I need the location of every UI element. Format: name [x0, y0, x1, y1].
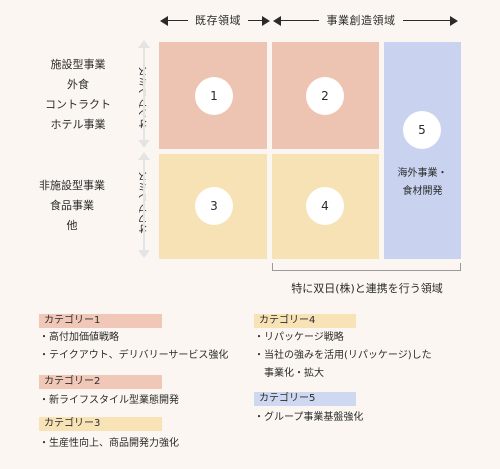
nonfacility-title: 非施設型事業 — [39, 179, 105, 192]
nonfacility-item-food-products: 食品事業 — [50, 199, 94, 212]
bracket — [272, 263, 461, 271]
nonfacility-item-other: 他 — [66, 219, 78, 232]
cell-1-number: 1 — [195, 77, 233, 115]
cell-4-number: 4 — [306, 187, 344, 225]
arrow-left-head-existing — [160, 16, 168, 26]
category-1-item-1: ・高付加価値戦略 — [39, 332, 119, 343]
category-4-label: カテゴリー4 — [254, 314, 356, 328]
cell-3-number: 3 — [195, 187, 233, 225]
category-4-item-1: ・リパッケージ戦略 — [254, 332, 344, 343]
arrow-line-creation-right — [403, 20, 452, 21]
arrow-right-head-creation — [450, 16, 458, 26]
arrow-line-existing-left — [166, 20, 188, 21]
category-4-item-2: ・当社の強みを活用(リパッケージ)した — [254, 350, 432, 361]
vertical-arrow-top — [138, 40, 150, 150]
arrow-line-existing-right — [248, 20, 264, 21]
cell-2-number: 2 — [306, 77, 344, 115]
category-2-item-1: ・新ライフスタイル型業態開発 — [39, 395, 179, 406]
cell-4: 4 — [272, 154, 379, 259]
cell-3: 3 — [159, 154, 267, 259]
category-3-label: カテゴリー3 — [39, 417, 162, 431]
category-3-item-1: ・生産性向上、商品開発力強化 — [39, 438, 179, 449]
category-5-item-1: ・グループ事業基盤強化 — [254, 412, 364, 423]
facility-item-contract: コントラクト — [45, 98, 111, 111]
category-4-item-3: 事業化・拡大 — [264, 368, 324, 379]
cell-5-overseas: 5 海外事業・ 食材開発 — [384, 42, 461, 259]
category-1-item-2: ・テイクアウト、デリバリーサービス強化 — [39, 350, 229, 361]
category-5-label: カテゴリー5 — [254, 392, 356, 406]
cell-2: 2 — [272, 42, 379, 149]
category-1-label: カテゴリー1 — [39, 314, 162, 328]
overseas-label-2: 食材開発 — [402, 186, 443, 197]
vertical-arrow-bottom — [138, 152, 150, 260]
arrow-right-head-existing — [262, 16, 270, 26]
cell-5-number: 5 — [403, 111, 441, 149]
overseas-label-1: 海外事業・ — [397, 168, 448, 179]
cell-1: 1 — [159, 42, 267, 149]
bracket-label: 特に双日(株)と連携を行う領域 — [291, 282, 443, 295]
header-creation: 事業創造領域 — [326, 14, 396, 27]
category-2-label: カテゴリー2 — [39, 375, 162, 389]
arrow-line-creation-left — [279, 20, 319, 21]
facility-item-hotel: ホテル事業 — [50, 118, 106, 131]
facility-labels: 施設型事業 外食 コントラクト ホテル事業 — [28, 55, 128, 135]
arrow-left-head-creation — [273, 16, 281, 26]
nonfacility-labels: 非施設型事業 食品事業 他 — [22, 176, 122, 236]
header-existing: 既存領域 — [195, 14, 241, 27]
facility-item-food: 外食 — [67, 78, 89, 91]
facility-title: 施設型事業 — [50, 58, 106, 71]
